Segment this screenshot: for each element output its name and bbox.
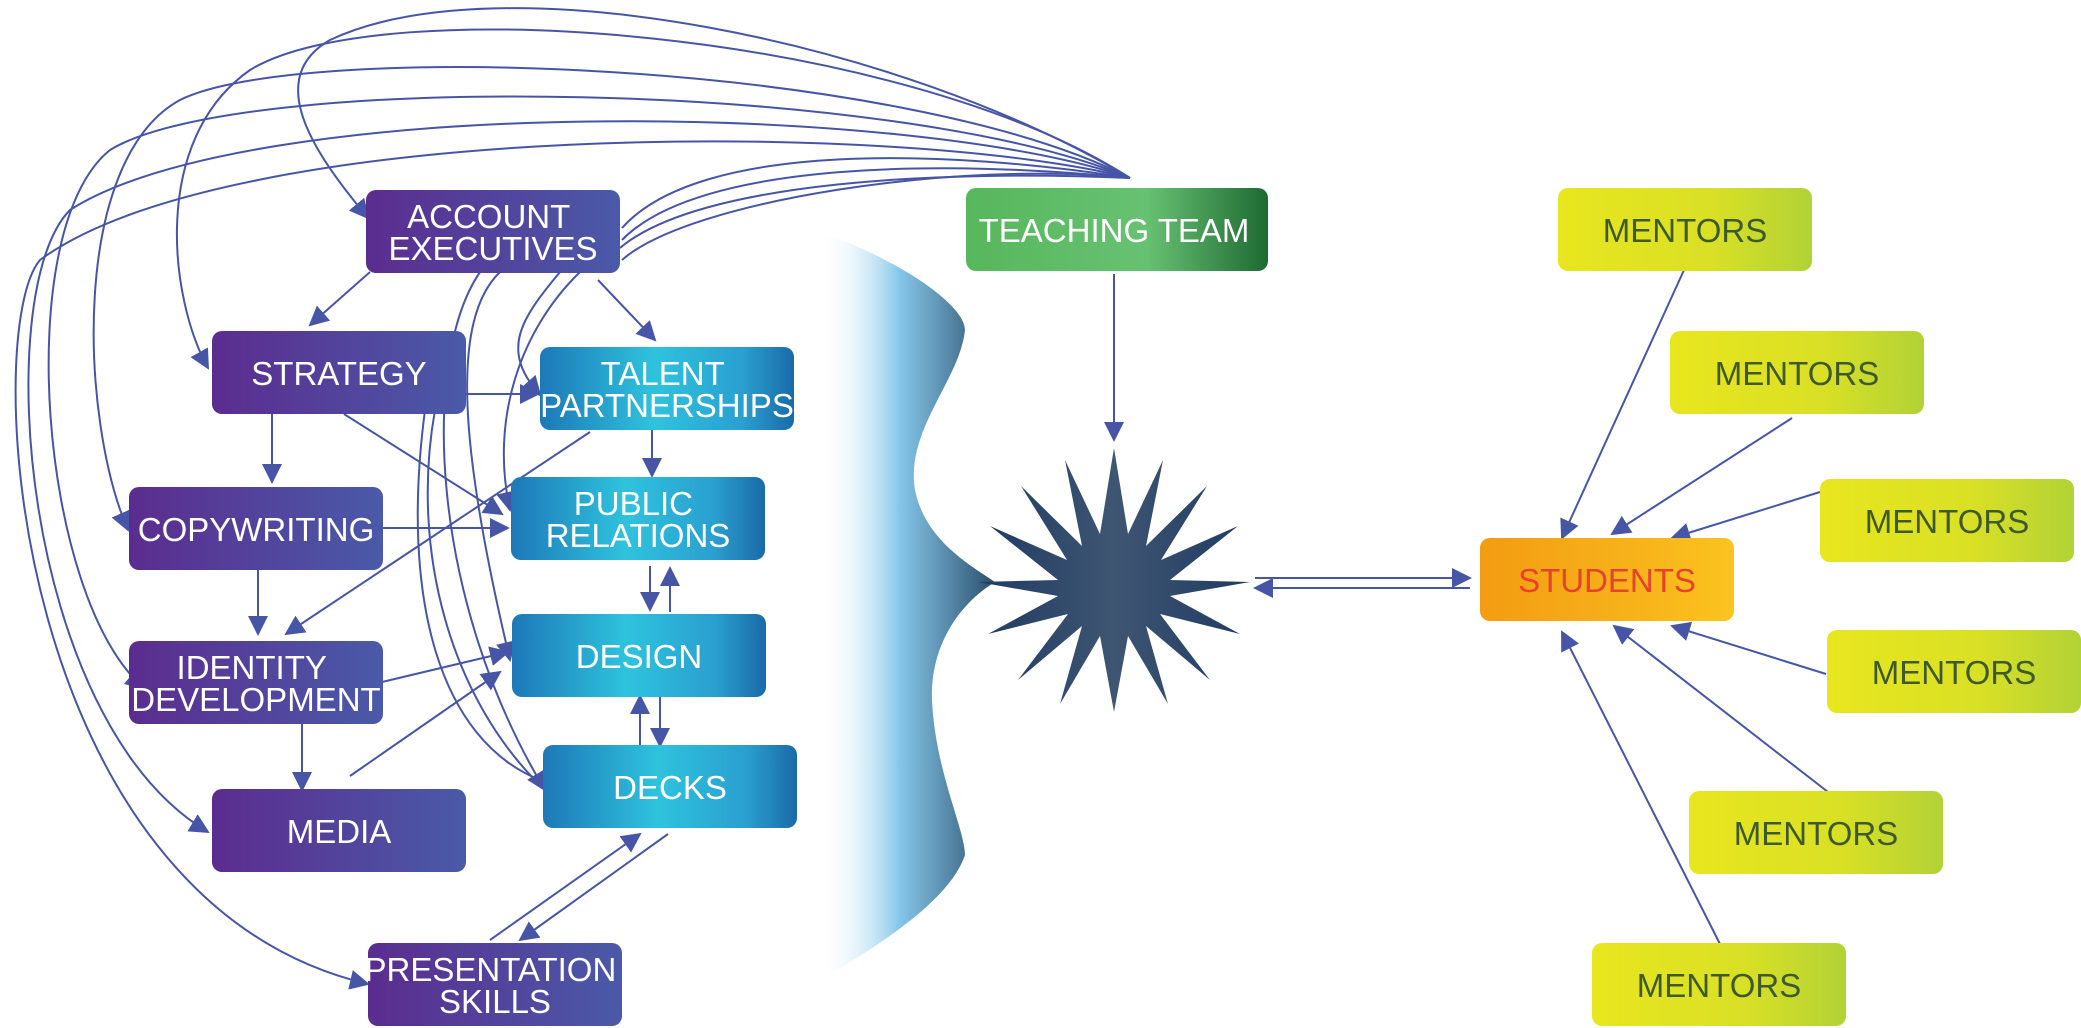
svg-text:PUBLIC RELATIONS: PUBLIC RELATIONS — [546, 485, 731, 554]
node-label: DECKS — [613, 769, 727, 806]
node-label: DESIGN — [576, 638, 703, 675]
node-label: STUDENTS — [1518, 562, 1696, 599]
node-copywriting[interactable]: COPYWRITING — [129, 487, 383, 570]
node-label-line: DEVELOPMENT — [131, 681, 380, 718]
node-label: COPYWRITING — [138, 511, 375, 548]
account-exec-curved-connectors — [416, 271, 581, 792]
node-label-line: RELATIONS — [546, 517, 731, 554]
node-label-line: ACCOUNT — [407, 198, 570, 235]
brace-shape — [820, 232, 995, 980]
node-label-line: TALENT — [601, 355, 725, 392]
node-label: MENTORS — [1872, 654, 2036, 691]
node-label: STRATEGY — [251, 355, 426, 392]
star-burst — [978, 448, 1250, 712]
node-label-line: PRESENTATION — [365, 951, 617, 988]
node-mentors-1[interactable]: MENTORS — [1558, 188, 1812, 271]
node-media[interactable]: MEDIA — [212, 789, 466, 872]
node-mentors-6[interactable]: MENTORS — [1592, 943, 1846, 1026]
node-label: MENTORS — [1715, 355, 1879, 392]
node-mentors-5[interactable]: MENTORS — [1689, 791, 1943, 874]
node-label-line: SKILLS — [439, 983, 551, 1020]
node-mentors-4[interactable]: MENTORS — [1827, 630, 2081, 713]
node-identity-development[interactable]: IDENTITY DEVELOPMENT — [129, 641, 383, 724]
node-mentors-3[interactable]: MENTORS — [1820, 479, 2074, 562]
node-decks[interactable]: DECKS — [543, 745, 797, 828]
node-label-line: PARTNERSHIPS — [540, 387, 794, 424]
node-label: MENTORS — [1734, 815, 1898, 852]
node-label: TEACHING TEAM — [979, 212, 1250, 249]
teaching-team-connectors — [14, 7, 1131, 990]
node-mentors-2[interactable]: MENTORS — [1670, 331, 1924, 414]
node-teaching-team[interactable]: TEACHING TEAM — [966, 188, 1268, 271]
node-label: MEDIA — [287, 813, 392, 850]
node-label-line: EXECUTIVES — [388, 230, 597, 267]
svg-text:TALENT PARTNERSHIPS: TALENT PARTNERSHIPS — [540, 355, 794, 424]
node-design[interactable]: DESIGN — [512, 614, 766, 697]
mentor-connectors — [1560, 269, 1829, 945]
node-label: MENTORS — [1865, 503, 2029, 540]
node-account-executives[interactable]: ACCOUNT EXECUTIVES — [366, 190, 620, 273]
node-label-line: IDENTITY — [177, 649, 327, 686]
node-public-relations[interactable]: PUBLIC RELATIONS — [511, 477, 765, 560]
svg-text:ACCOUNT EXECUTIVES: ACCOUNT EXECUTIVES — [388, 198, 597, 267]
svg-text:PRESENTATION SKILLS: PRESENTATION SKILLS — [365, 951, 626, 1020]
node-talent-partnerships[interactable]: TALENT PARTNERSHIPS — [540, 347, 794, 430]
node-presentation-skills[interactable]: PRESENTATION SKILLS — [365, 943, 626, 1026]
node-label: MENTORS — [1603, 212, 1767, 249]
node-strategy[interactable]: STRATEGY — [212, 331, 466, 414]
straight-connectors — [248, 271, 1472, 942]
node-label: MENTORS — [1637, 967, 1801, 1004]
node-students[interactable]: STUDENTS — [1480, 538, 1734, 621]
node-label-line: PUBLIC — [574, 485, 693, 522]
svg-text:IDENTITY DEVELOPMENT: IDENTITY DEVELOPMENT — [131, 649, 380, 718]
